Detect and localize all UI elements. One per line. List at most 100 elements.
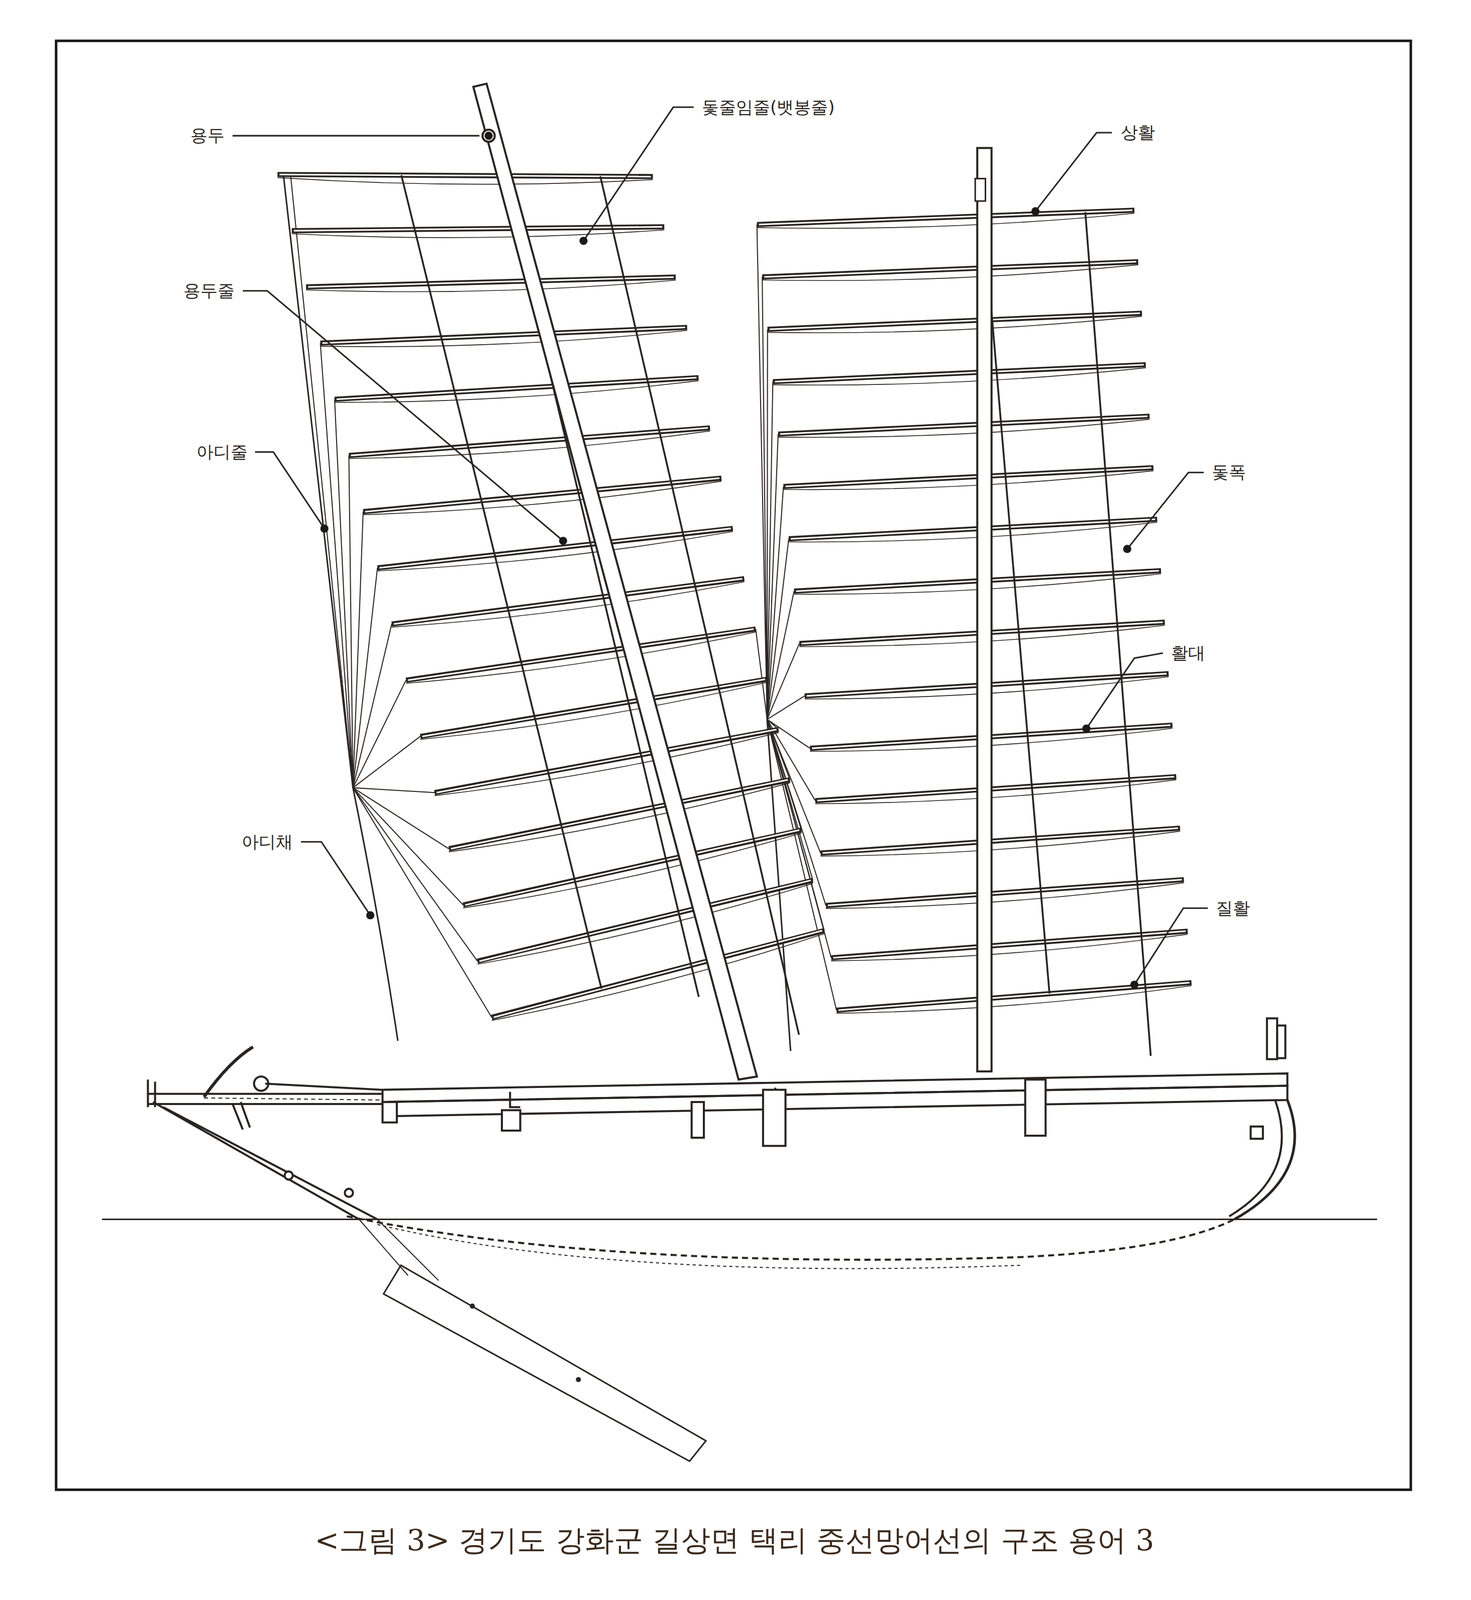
leader-dot [1031, 206, 1040, 216]
batten-inner [407, 628, 754, 681]
sail-cloth [788, 521, 1158, 542]
leader-line [1127, 472, 1204, 549]
frame [56, 40, 1412, 1490]
leader-dot [320, 524, 329, 533]
sail-cloth [434, 732, 779, 796]
batten [305, 276, 676, 287]
hull [101, 1018, 1378, 1461]
leader-line [242, 290, 564, 541]
rope [353, 787, 435, 793]
rope [320, 343, 354, 788]
leader-lines [232, 107, 1208, 989]
rope [767, 381, 773, 719]
batten [277, 174, 653, 177]
sail-cloth [836, 985, 1192, 1014]
leader-line [583, 107, 694, 241]
batten [825, 879, 1185, 906]
batten-inner [493, 930, 823, 1018]
batten-inner [790, 518, 1155, 539]
leader-line [1086, 653, 1163, 729]
leader-line [232, 135, 480, 137]
sail-seam [983, 216, 1050, 994]
batten [772, 364, 1146, 382]
batten [491, 930, 825, 1018]
batten-inner [307, 276, 674, 287]
batten [783, 467, 1153, 487]
batten [348, 428, 710, 456]
batten-inner [827, 879, 1182, 906]
batten-inner [393, 578, 743, 624]
batten-inner [365, 478, 720, 512]
leader-dot [1082, 724, 1091, 733]
batten [757, 209, 1135, 225]
batten-inner [322, 327, 686, 343]
part-label: 상활 [1118, 123, 1158, 142]
batten [762, 261, 1138, 277]
batten [405, 628, 756, 681]
batten [334, 377, 699, 400]
batten [815, 776, 1177, 801]
sail-cloth [830, 933, 1188, 961]
rope [767, 538, 789, 719]
batten [448, 779, 790, 849]
sail-cloth [825, 882, 1185, 909]
batten [363, 478, 722, 512]
rope [353, 787, 478, 962]
leader-line [300, 841, 371, 915]
rope [767, 590, 795, 719]
sail-cloth [778, 418, 1150, 438]
batten-inner [774, 364, 1144, 382]
part-label: 용두줄 [181, 281, 237, 300]
mast-head [482, 129, 495, 142]
sail-cloth [405, 632, 756, 684]
sails [277, 174, 1192, 1056]
fore-mast [473, 83, 757, 1080]
rope [767, 719, 832, 958]
batten-inner [422, 679, 766, 737]
part-label: 아디줄 [194, 442, 250, 462]
leader-dot [579, 236, 588, 245]
part-label: 용두 [188, 126, 227, 145]
sail-cloth [815, 779, 1177, 804]
sail-cloth [363, 481, 722, 515]
batten-inner [780, 415, 1148, 434]
rope [353, 680, 407, 788]
batten-inner [785, 467, 1151, 487]
batten-inner [350, 428, 708, 456]
leader-dot [1130, 980, 1139, 989]
rope [766, 679, 768, 720]
sail-cloth [420, 682, 768, 740]
batten-inner [769, 312, 1140, 330]
sail-cloth [348, 431, 710, 459]
rope [348, 455, 353, 788]
leader-dot [484, 131, 493, 140]
batten-inner [764, 261, 1136, 277]
batten-inner [817, 776, 1175, 801]
rope [290, 176, 354, 788]
batten-inner [759, 209, 1133, 225]
rope [353, 787, 450, 849]
rope [767, 695, 805, 720]
batten-inner [822, 827, 1178, 854]
rope [755, 628, 768, 720]
batten [788, 518, 1158, 539]
leader-line [1134, 907, 1208, 985]
sail-cloth [334, 380, 699, 403]
rope [353, 787, 464, 905]
batten [291, 226, 665, 231]
part-label: 돛폭 [1209, 462, 1248, 482]
leader-line [255, 452, 325, 529]
batten-inner [279, 174, 651, 177]
leader-dot [1123, 544, 1132, 553]
sail-seam [1085, 212, 1151, 1056]
part-label: 아디채 [239, 832, 295, 852]
sail-cloth [491, 933, 825, 1021]
batten [830, 930, 1188, 958]
batten-inner [436, 729, 777, 793]
batten [767, 312, 1142, 330]
rope [767, 643, 800, 720]
batten [778, 415, 1150, 434]
rigging [283, 176, 837, 1051]
rope [353, 567, 378, 788]
